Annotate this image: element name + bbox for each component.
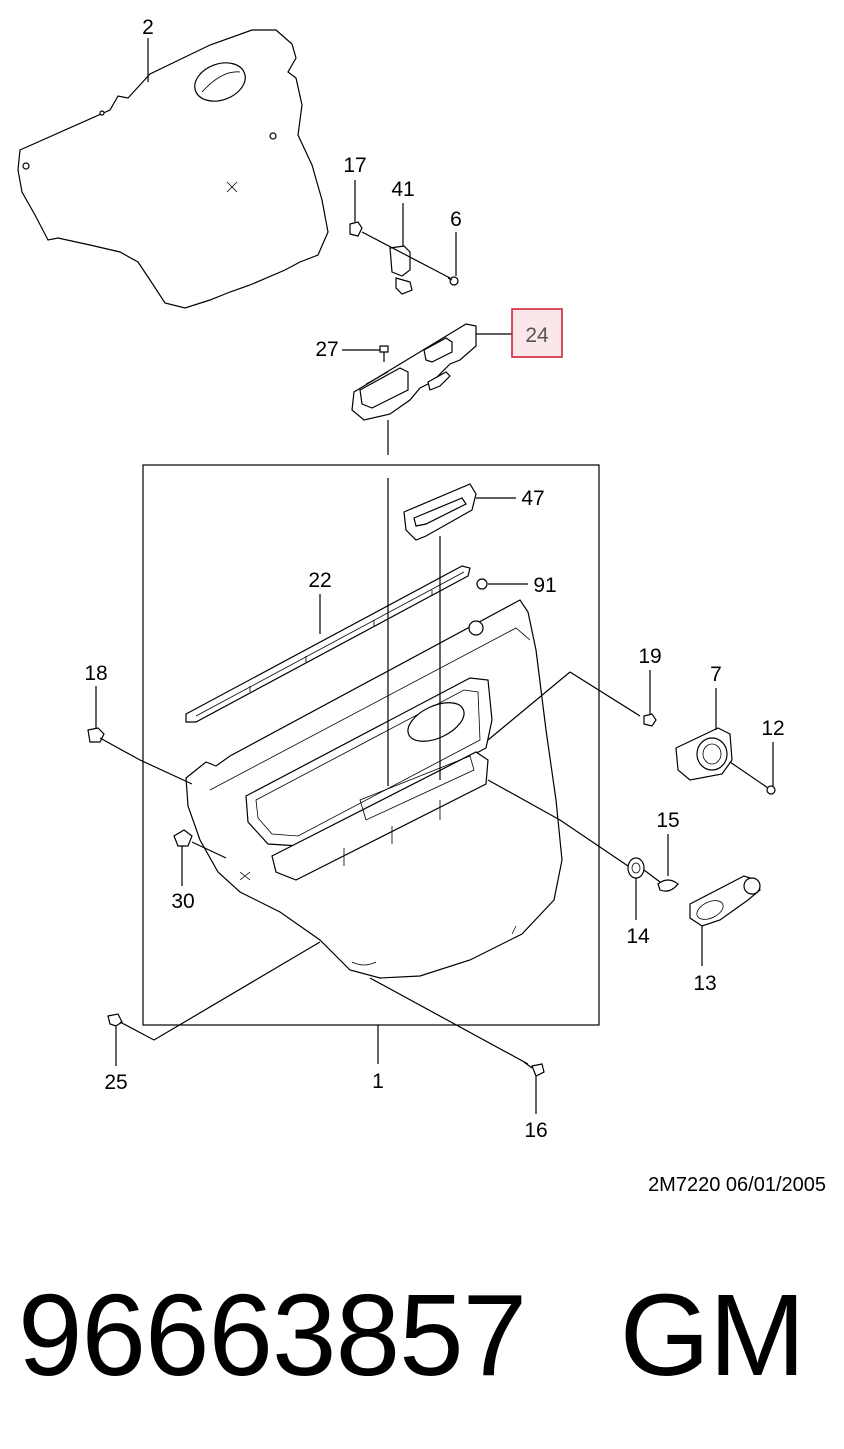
callout-1: 1 xyxy=(372,1070,384,1093)
callout-25: 25 xyxy=(104,1071,127,1094)
clip-19 xyxy=(643,713,657,727)
door-trim-panel-1 xyxy=(185,599,563,979)
bracket-41 xyxy=(389,245,413,295)
handle-cup-47 xyxy=(403,483,477,541)
handle-bezel-7 xyxy=(675,727,733,781)
part-number-banner: 96663857 GM xyxy=(18,1268,806,1402)
callout-22: 22 xyxy=(308,569,331,592)
window-crank-13 xyxy=(689,875,761,927)
callout-14: 14 xyxy=(626,925,650,948)
leader-lines xyxy=(95,38,774,1114)
callout-12: 12 xyxy=(761,717,784,740)
assembly-frame xyxy=(142,464,600,1026)
brand-name: GM xyxy=(619,1270,806,1400)
push-pin-30 xyxy=(173,829,193,856)
callout-24: 24 xyxy=(525,324,549,347)
callout-16: 16 xyxy=(524,1119,547,1142)
callout-19: 19 xyxy=(638,645,661,668)
screw-12 xyxy=(766,785,776,795)
part-number: 96663857 xyxy=(18,1270,527,1400)
diagram-reference: 2M7220 06/01/2005 xyxy=(648,1174,826,1196)
grommet-91 xyxy=(476,578,488,590)
callout-47: 47 xyxy=(521,487,544,510)
screw-27 xyxy=(379,345,389,362)
callout-2: 2 xyxy=(142,16,154,39)
banner-gap xyxy=(526,1270,620,1400)
callout-7: 7 xyxy=(710,663,722,686)
clip-17 xyxy=(349,221,363,237)
screw-6 xyxy=(447,276,459,286)
belt-moulding-22 xyxy=(185,565,471,723)
callout-30: 30 xyxy=(171,890,194,913)
washer-14 xyxy=(627,857,645,879)
callout-15: 15 xyxy=(656,809,679,832)
callout-13: 13 xyxy=(693,972,716,995)
callout-24-highlight xyxy=(511,308,563,358)
callout-91: 91 xyxy=(533,574,556,597)
switch-bezel-24 xyxy=(351,323,477,421)
callout-41: 41 xyxy=(391,178,414,201)
callout-27: 27 xyxy=(315,338,338,361)
clip-18 xyxy=(87,727,105,743)
callout-labels: 2 17 41 6 27 24 47 22 91 18 19 7 12 15 3… xyxy=(84,16,784,1142)
water-shield-sheet xyxy=(17,29,329,309)
retainer-15 xyxy=(657,879,679,892)
callout-17: 17 xyxy=(343,154,366,177)
clip-25 xyxy=(107,1013,123,1027)
callout-6: 6 xyxy=(450,208,462,231)
callout-18: 18 xyxy=(84,662,107,685)
